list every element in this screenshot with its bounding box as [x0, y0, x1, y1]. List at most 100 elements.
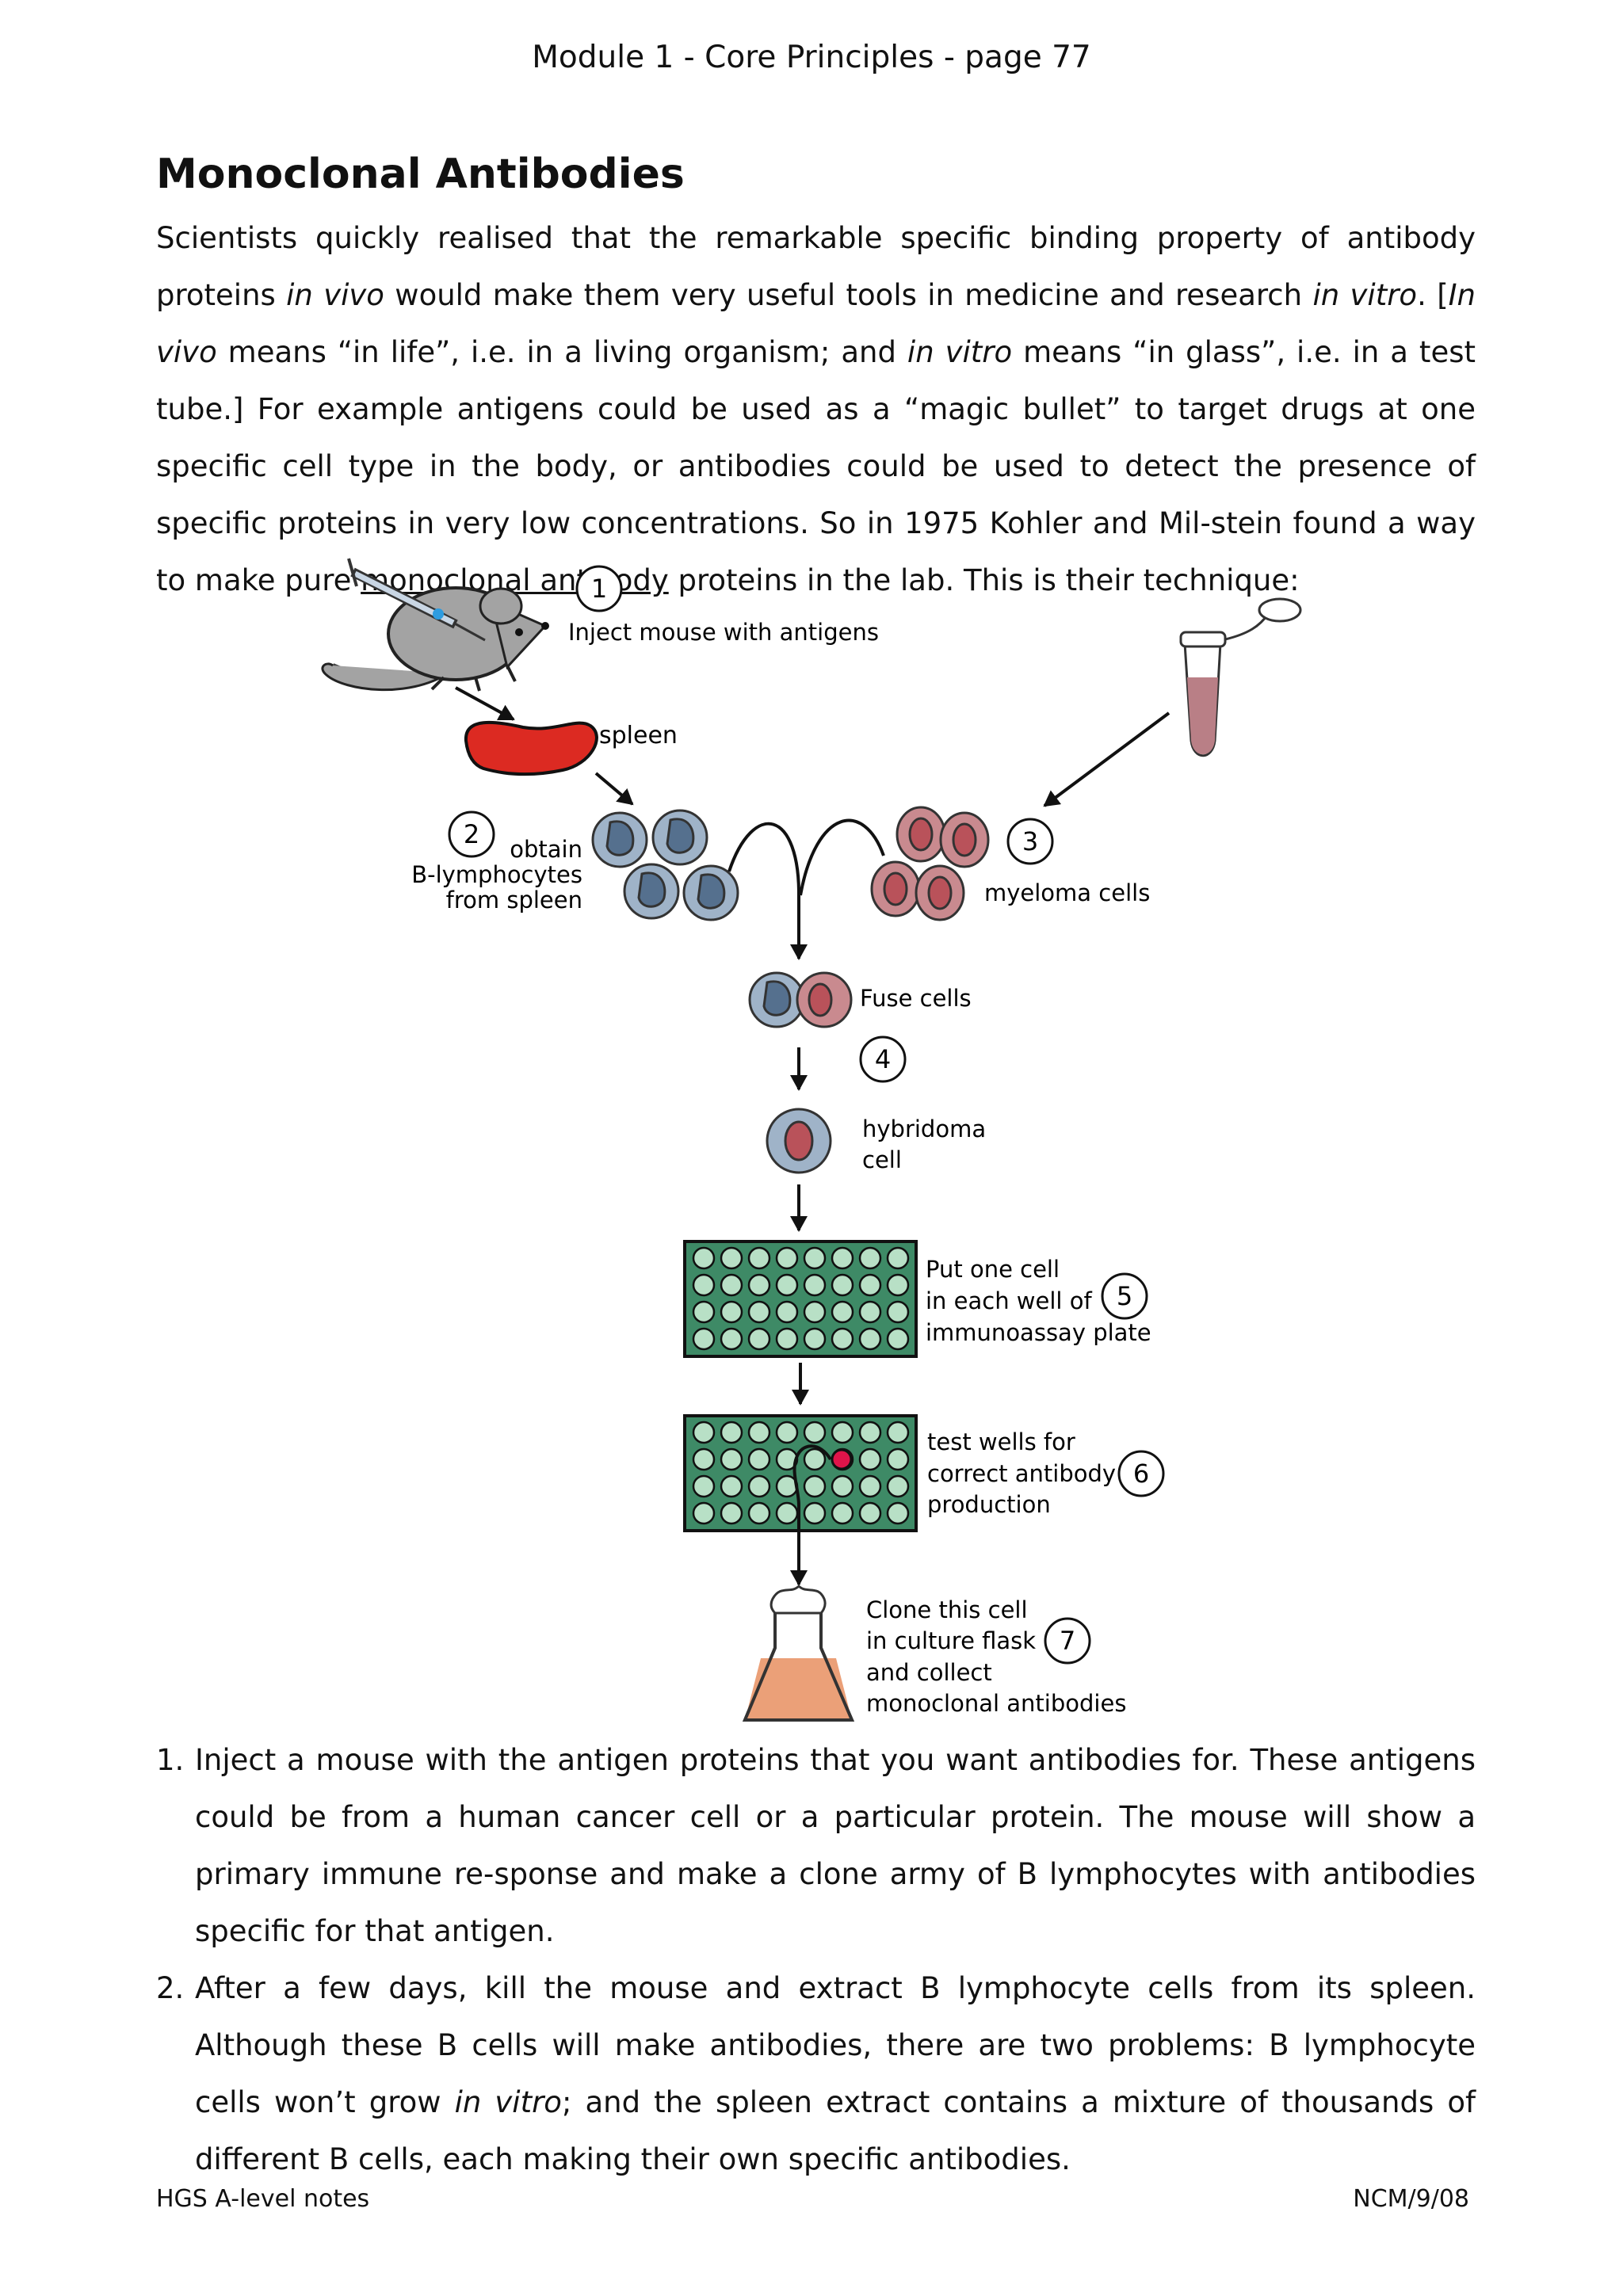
technique-steps: 1. Inject a mouse with the antigen protei…: [156, 1732, 1476, 2188]
plate-well: [803, 1447, 827, 1471]
plate-well: [886, 1300, 910, 1324]
myeloma-cells: [870, 806, 990, 921]
plate-well: [858, 1327, 882, 1351]
page-header: Module 1 - Core Principles - page 77: [532, 40, 1091, 75]
blymph-label-line-1: obtain: [510, 836, 582, 863]
fuse-label: Fuse cells: [860, 985, 972, 1012]
plate-well: [747, 1273, 771, 1297]
test-label-line-2: correct antibody: [927, 1460, 1116, 1487]
footer-left: HGS A-level notes: [156, 2185, 370, 2213]
plate-well: [692, 1474, 716, 1498]
plate-well: [720, 1474, 743, 1498]
step-text: Inject a mouse with the antigen proteins…: [195, 1743, 1476, 1948]
plate-well: [692, 1273, 716, 1297]
plate-well: [747, 1246, 771, 1270]
plate-well: [692, 1501, 716, 1525]
plate-well: [831, 1300, 854, 1324]
step-number-2: 2: [464, 819, 479, 849]
syringe-icon: [347, 558, 486, 642]
plate-well: [747, 1501, 771, 1525]
plate-well: [747, 1300, 771, 1324]
plate-well: [803, 1327, 827, 1351]
plate-well: [803, 1246, 827, 1270]
blymph-label-line-2: B-lymphocytes: [411, 861, 582, 888]
blymph-label-line-3: from spleen: [446, 887, 582, 913]
hybridoma-label-line-2: cell: [862, 1146, 902, 1173]
footer-right: NCM/9/08: [1353, 2185, 1469, 2213]
step-number-3: 3: [1022, 826, 1038, 856]
plate-label-line-1: Put one cell: [926, 1256, 1060, 1283]
plate-well: [831, 1474, 854, 1498]
plate-well: [831, 1327, 854, 1351]
plate-well: [858, 1300, 882, 1324]
plate-well: [775, 1501, 799, 1525]
plate-well: [720, 1447, 743, 1471]
hybridoma-cell: [766, 1108, 832, 1174]
plate-well: [692, 1447, 716, 1471]
immunoassay-plate: [683, 1240, 918, 1358]
plate-well: [858, 1421, 882, 1444]
plate-well: [803, 1300, 827, 1324]
plate-well: [720, 1300, 743, 1324]
culture-flask-illustration: [742, 1584, 855, 1722]
inject-label: Inject mouse with antigens: [568, 619, 879, 646]
plate-well: [886, 1421, 910, 1444]
b-lymphocytes: [591, 809, 739, 921]
clone-label-line-3: and collect: [866, 1659, 992, 1686]
plate-well: [858, 1246, 882, 1270]
hybridoma-label-line-1: hybridoma: [862, 1116, 986, 1142]
test-label-line-3: production: [927, 1491, 1051, 1518]
step-text: After a few days, kill the mouse and ext…: [195, 1971, 1476, 2176]
myeloma-label: myeloma cells: [984, 879, 1150, 906]
plate-well: [775, 1300, 799, 1324]
plate-well: [692, 1300, 716, 1324]
plate-well: [803, 1501, 827, 1525]
plate-well: [747, 1447, 771, 1471]
plate-well: [720, 1327, 743, 1351]
positive-well: [831, 1448, 853, 1470]
plate-well: [692, 1327, 716, 1351]
step-number-5: 5: [1117, 1281, 1132, 1311]
plate-well: [775, 1327, 799, 1351]
page-title: Monoclonal Antibodies: [156, 151, 685, 198]
plate-well: [858, 1447, 882, 1471]
plate-well: [720, 1246, 743, 1270]
step-marker: 2.: [156, 1971, 185, 2005]
plate-well: [831, 1246, 854, 1270]
step-marker: 1.: [156, 1743, 185, 1777]
list-item: 1. Inject a mouse with the antigen protei…: [156, 1732, 1476, 1960]
plate-well: [720, 1273, 743, 1297]
plate-well: [831, 1501, 854, 1525]
plate-label-line-3: immunoassay plate: [926, 1319, 1151, 1346]
plate-well: [831, 1421, 854, 1444]
spleen-label: spleen: [599, 722, 678, 749]
plate-well: [720, 1421, 743, 1444]
plate-well: [858, 1273, 882, 1297]
plate-well: [886, 1327, 910, 1351]
spleen-shape: [464, 720, 598, 776]
fused-cell: [748, 971, 853, 1028]
plate-well: [886, 1501, 910, 1525]
plate-well: [886, 1273, 910, 1297]
plate-well: [858, 1501, 882, 1525]
mouse-illustration: [321, 558, 549, 692]
plate-well: [886, 1447, 910, 1471]
plate-well: [747, 1327, 771, 1351]
plate-well: [775, 1246, 799, 1270]
plate-well: [775, 1273, 799, 1297]
myeloma-tube-illustration: [1179, 597, 1302, 757]
step-number-7: 7: [1060, 1626, 1075, 1656]
plate-well: [886, 1474, 910, 1498]
plate-well: [831, 1273, 854, 1297]
test-label-line-1: test wells for: [927, 1428, 1075, 1455]
clone-label-line-4: monoclonal antibodies: [866, 1690, 1126, 1717]
plate-well: [692, 1246, 716, 1270]
step-number-4: 4: [875, 1044, 891, 1074]
clone-label-line-2: in culture flask: [866, 1627, 1036, 1654]
plate-well: [775, 1421, 799, 1444]
plate-well: [747, 1474, 771, 1498]
list-item: 2. After a few days, kill the mouse and e…: [156, 1960, 1476, 2188]
step-number-6: 6: [1133, 1459, 1149, 1489]
plate-well: [803, 1273, 827, 1297]
